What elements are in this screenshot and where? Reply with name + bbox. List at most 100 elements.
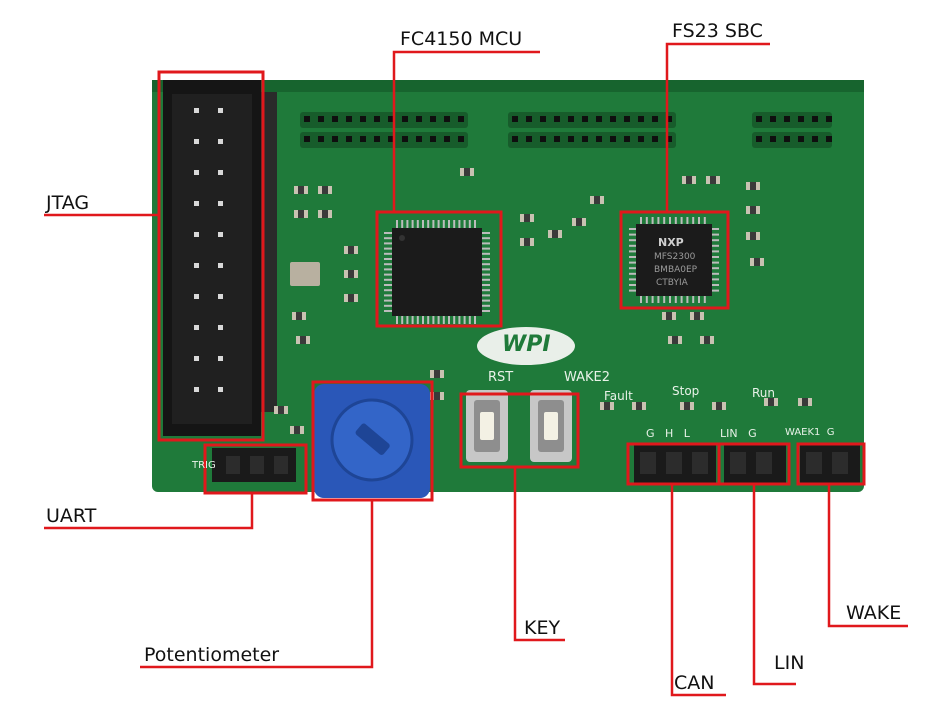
top-pin [512,136,518,142]
jtag-pin [218,170,223,175]
lin-leader [752,484,796,686]
mcu-pin [482,252,490,255]
sbc-pin [663,296,666,303]
fault-label: Fault [604,389,633,403]
mcu-pin [422,316,424,324]
top-pin [444,116,450,122]
sbc-pin [645,296,648,303]
sbc-pin [657,296,660,303]
top-pin [666,136,672,142]
pcb-top-edge [152,80,864,92]
smd-part-body [348,294,354,302]
top-pin [798,136,804,142]
mcu-pin [396,220,398,228]
sbc-pin [712,228,719,230]
top-pin [360,116,366,122]
top-pin [304,116,310,122]
sbc-leader [665,42,770,212]
uart-highlight [203,443,308,495]
smd-part-body [686,176,692,184]
sbc-pin [629,256,636,258]
jtag-pin [194,201,199,206]
mcu-pin [482,258,490,260]
mcu-pin [384,310,392,312]
mcu-pin [482,284,490,286]
rst-switch [466,390,508,462]
mcu-pin [427,220,430,228]
top-pin [826,116,832,122]
smd-part-body [434,370,440,378]
top-pin [332,116,338,122]
sbc-pin [674,217,677,224]
smd-part-body [464,168,470,176]
mcu-pin [442,316,445,324]
header-pin [666,452,682,474]
mcu-pin [384,273,392,276]
header-pin [806,452,822,474]
mcu-pin1-dot [399,235,405,241]
jtag-pin [218,201,223,206]
uart-pin [274,456,288,474]
mcu-pin [411,220,414,228]
mcu-highlight [375,210,503,328]
sbc-pin [629,244,636,247]
mcu-pins [384,220,490,324]
top-pin [568,136,574,142]
top-pin [610,116,616,122]
top-pin [638,136,644,142]
top-pin [826,136,832,142]
smd-part-body [594,196,600,204]
smd-part-body [710,176,716,184]
top-pin [652,116,658,122]
mcu-pin [384,252,392,255]
top-pin [540,116,546,122]
top-pin [416,116,422,122]
mcu-pin [453,220,456,228]
mcu-pin [384,289,392,292]
mcu-pin [482,304,490,307]
top-pin [458,116,464,122]
sbc-marking-1: NXP [658,236,684,249]
mcu-pin [384,284,392,286]
mcu-pin [482,242,490,245]
jtag-pin [218,294,223,299]
mcu-pin [474,220,476,228]
wpi-logo-plate [475,325,577,367]
fc4150-mcu-label: FC4150 MCU [400,28,523,50]
jtag-header-inner [172,94,252,424]
run-label: Run [752,386,776,400]
mcu-pin [482,289,490,292]
smd-part-body [524,214,530,222]
sbc-pin [712,272,719,275]
trig-label: TRIG [192,460,216,471]
mcu-pin [482,232,490,234]
mcu-pin [458,316,461,324]
top-pin [596,116,602,122]
lin-label: LIN [774,652,805,674]
mcu-pin [384,247,392,250]
mcu-pin [416,220,419,228]
sbc-pin [651,296,654,303]
top-pin [416,136,422,142]
mcu-pin [406,316,409,324]
mcu-pin [406,220,409,228]
top-pin [512,116,518,122]
top-pin [812,136,818,142]
mcu-pin [482,263,490,266]
sbc-pin [712,239,719,242]
mcu-pin [482,237,490,240]
mcu-pin [384,258,392,260]
top-pin [360,136,366,142]
top-pin [756,116,762,122]
sbc-pin [686,296,689,303]
sbc-pin [703,217,706,224]
sbc-pin [669,296,671,303]
smd-part-body [348,270,354,278]
sbc-pin [629,278,636,281]
mcu-pin [448,220,450,228]
sbc-pins [629,217,719,303]
header-pin [640,452,656,474]
top-pin [596,136,602,142]
top-pin [798,116,804,122]
